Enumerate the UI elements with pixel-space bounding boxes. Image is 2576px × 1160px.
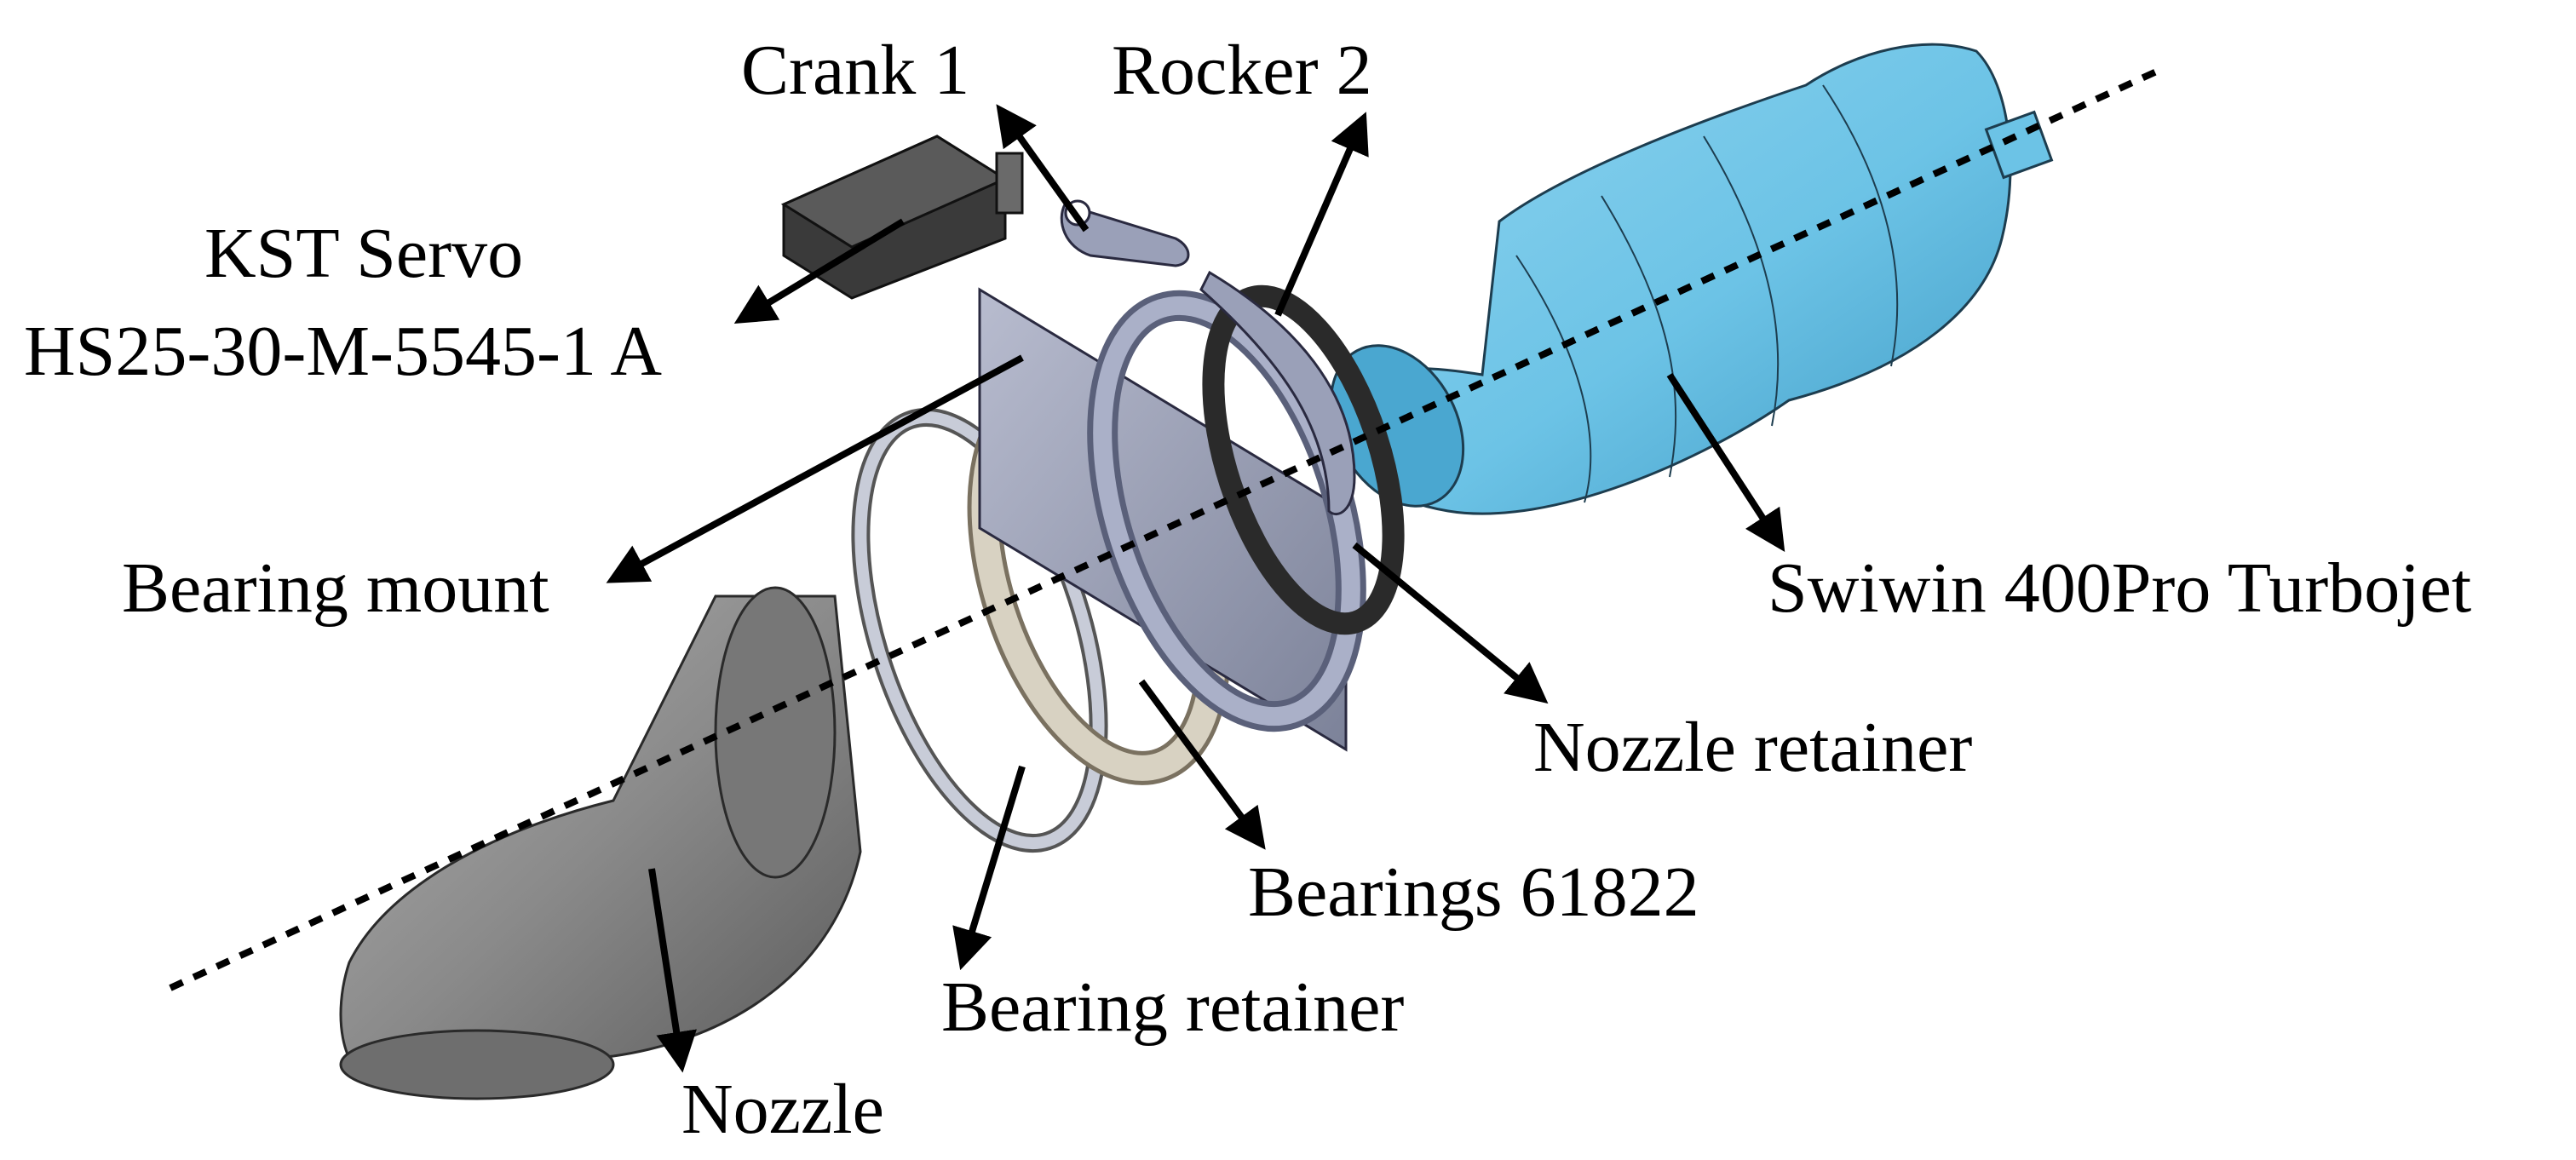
turbojet-label: Swiwin 400Pro Turbojet xyxy=(1768,548,2471,628)
callout-arrows xyxy=(606,104,1785,1073)
servo-label-line2: HS25-30-M-5545-1 A xyxy=(24,312,662,391)
rocker-arrow xyxy=(1274,112,1369,317)
bearing-mount-label: Bearing mount xyxy=(122,548,549,628)
bearing-retainer-arrow xyxy=(952,765,1026,971)
rocker-arm xyxy=(1199,270,1356,516)
crank-arm xyxy=(1060,199,1190,267)
crank-arrow xyxy=(996,104,1090,233)
central-axis-dashed xyxy=(169,65,2165,991)
rocker-label: Rocker 2 xyxy=(1112,31,1372,110)
nozzle-arrow xyxy=(648,868,697,1073)
nozzle-retainer-ring xyxy=(1202,284,1405,635)
nozzle-retainer-arrow xyxy=(1352,542,1549,704)
turbojet-engine xyxy=(1329,43,2054,515)
nozzle-label: Nozzle xyxy=(681,1070,884,1149)
nozzle-retainer-label: Nozzle retainer xyxy=(1533,708,1972,787)
bearings-label: Bearings 61822 xyxy=(1248,853,1699,932)
servo-arrow xyxy=(733,218,906,324)
bearings-arrow xyxy=(1138,679,1266,850)
bearing-mount-arrow xyxy=(606,354,1024,583)
bearing-retainer-label: Bearing retainer xyxy=(941,968,1404,1047)
servo-label-line1: KST Servo xyxy=(204,214,523,293)
nozzle-elbow xyxy=(339,586,862,1100)
crank-label: Crank 1 xyxy=(741,31,969,110)
turbojet-arrow xyxy=(1666,372,1785,553)
